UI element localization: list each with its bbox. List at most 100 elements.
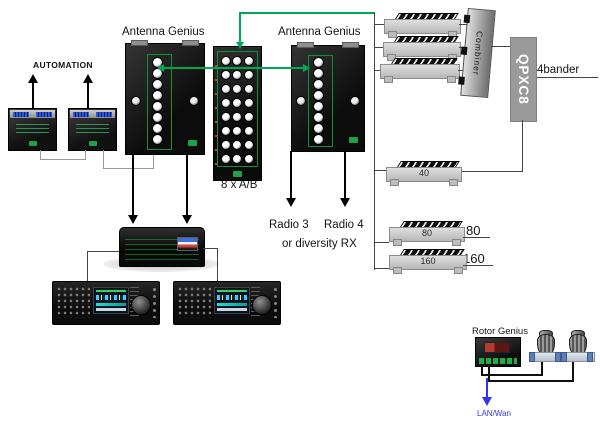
display-bar: [217, 290, 247, 292]
qpxc8-device: QPXC8: [510, 37, 537, 122]
arrow-down-icon-6: [340, 198, 350, 207]
port-connector: [244, 140, 255, 150]
port-connector: [313, 101, 324, 112]
lan-arrow-line: [486, 378, 488, 398]
diversity-label: or diversity RX: [282, 238, 357, 250]
antenna-foot: [454, 267, 463, 274]
arrow-down-icon-3: [128, 215, 138, 224]
genius-logo-icon: [88, 141, 97, 146]
antenna-body: [386, 167, 462, 182]
transceiver-2: [173, 281, 281, 325]
port-connector: [313, 57, 324, 68]
rotor-cable: [488, 380, 574, 382]
green-wire-drop: [239, 12, 241, 44]
radio-a-port: [296, 96, 306, 106]
port-connector: [313, 123, 324, 134]
port-connector: [244, 56, 255, 66]
band-160-label: 160: [463, 251, 485, 266]
link-line: [153, 154, 154, 168]
mount-tab: [182, 40, 199, 46]
ag1-amp-line-2: [186, 154, 188, 216]
port-connector: [232, 98, 243, 108]
port-connector: [220, 98, 231, 108]
rotor-screen: [484, 342, 510, 353]
port-connector: [313, 68, 324, 79]
rotator-mount: [587, 352, 593, 362]
minor-knobs: [152, 286, 157, 318]
antenna-foot: [449, 179, 458, 186]
green-frame: [308, 55, 333, 147]
rotator-mount: [529, 352, 535, 362]
amp-radio2-line: [203, 248, 218, 249]
antenna-foot: [390, 179, 399, 186]
antenna-foot: [393, 267, 402, 274]
radio3-label: Radio 3: [269, 219, 309, 231]
port-connector: [220, 70, 231, 80]
amp-radio1-line: [87, 251, 88, 281]
green-frame: [147, 54, 172, 150]
port-connector: [220, 126, 231, 136]
fourbander-label: 4bander: [537, 64, 580, 76]
ab-switch-label: 8 x A/B: [221, 179, 258, 191]
radio4-label: Radio 4: [324, 219, 364, 231]
radio-display: [93, 287, 129, 314]
rotator-mount: [561, 352, 567, 362]
transceiver-1: [52, 281, 160, 325]
port-connector: [220, 140, 231, 150]
antenna-foot: [393, 239, 402, 246]
terminal-strip: [70, 110, 115, 118]
arrow-down-icon-5: [286, 198, 296, 207]
automation-label: AUTOMATION: [33, 60, 93, 70]
antenna-foot: [452, 239, 461, 246]
fourbander-leader-line: [535, 77, 598, 78]
rotator-2: [561, 330, 595, 365]
port-connector: [232, 154, 243, 164]
radio-b-port: [189, 96, 199, 106]
antenna-band-text: 160: [420, 256, 436, 266]
arrow-down-icon-4: [182, 215, 192, 224]
port-connector: [232, 112, 243, 122]
link-line: [103, 150, 104, 168]
antenna-foot: [387, 54, 396, 61]
rotor-cable: [481, 374, 543, 376]
arrow-up-icon-2: [83, 74, 93, 83]
rotor-genius-device: [475, 337, 521, 367]
port-connector: [232, 56, 243, 66]
antenna-genius-2-label: Antenna Genius: [278, 26, 361, 38]
radio-display: [214, 287, 250, 314]
port-connector: [152, 90, 163, 101]
antenna-foot: [388, 31, 397, 38]
feed-line: [374, 12, 375, 270]
link-line: [85, 150, 86, 159]
green-frame: [217, 51, 258, 167]
arrow-down-icon-lan: [482, 397, 492, 406]
port-connector: [244, 112, 255, 122]
vfo-knob: [252, 295, 272, 315]
combiner-port: [463, 14, 471, 24]
display-bar: [217, 295, 247, 300]
switch-ports: [220, 54, 255, 166]
mount-tab: [297, 42, 314, 48]
lan-wan-label: LAN/Wan: [477, 409, 511, 418]
antenna-foot: [447, 76, 456, 83]
automation-box-2: [68, 108, 117, 151]
feed-stub: [375, 170, 386, 171]
green-wire-top: [239, 12, 375, 14]
vfo-knob: [131, 295, 151, 315]
feed-stub: [375, 47, 385, 48]
antenna-body: [384, 19, 461, 34]
antenna-band-text: 40: [418, 168, 429, 178]
arrow-down-icon-green: [236, 42, 244, 49]
port-connector: [244, 154, 255, 164]
amp-radio2-line: [217, 248, 218, 281]
feed-stub: [375, 268, 389, 269]
amplifier: [119, 227, 205, 267]
port-connector: [232, 126, 243, 136]
rotor-cable: [572, 362, 574, 382]
combiner-port: [460, 46, 468, 56]
combiner-stub: [459, 24, 468, 25]
display-bar: [96, 303, 126, 306]
display-bar: [217, 308, 247, 311]
rotator-1: [529, 330, 563, 365]
antenna-body: [389, 227, 465, 242]
